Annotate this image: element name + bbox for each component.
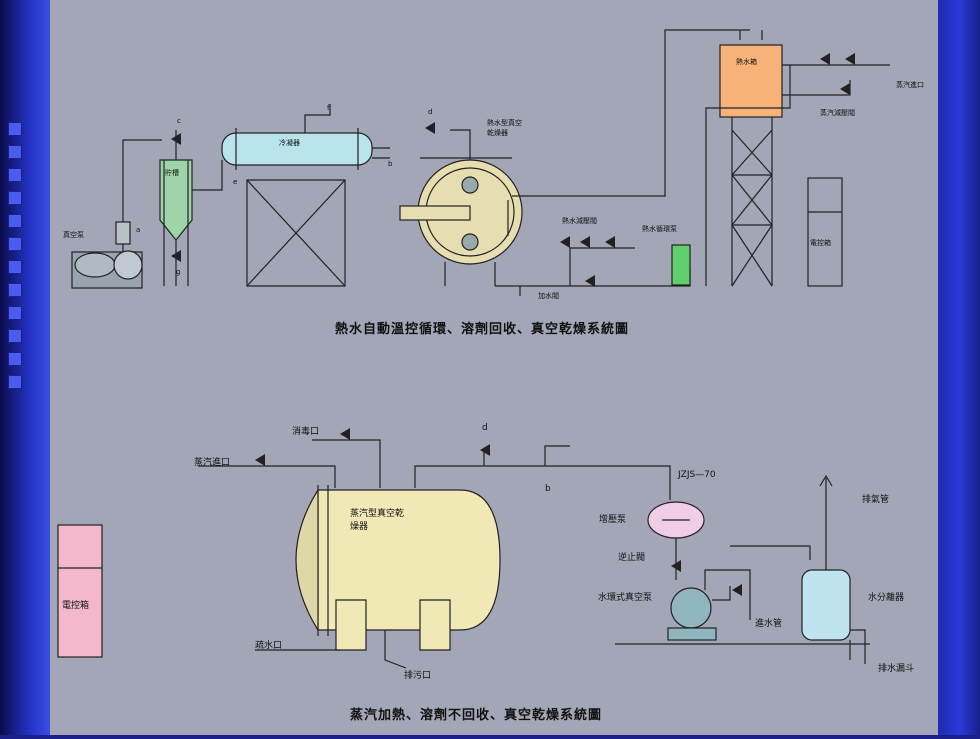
decor-square	[8, 237, 22, 251]
label-check-valve: 逆止閥	[618, 553, 646, 563]
decor-square	[8, 145, 22, 159]
label-drain-funnel: 排水漏斗	[878, 664, 915, 674]
label-disinfect-port: 消毒口	[292, 427, 320, 437]
label-control-box-1: 電控箱	[810, 239, 831, 247]
label-steam-inlet-2: 蒸汽進口	[194, 458, 231, 468]
label-water-inlet-valve: 加水閥	[538, 292, 559, 300]
label-hot-water-reducing-valve: 熱水減壓閥	[562, 217, 597, 225]
right-decor-strip	[938, 0, 980, 735]
label-b-2: b	[545, 484, 551, 494]
decor-square	[8, 283, 22, 297]
decor-square	[8, 122, 22, 136]
label-water-ring-pump: 水環式真空泵	[598, 593, 653, 603]
diagram2-title: 蒸汽加熱、溶劑不回收、真空乾燥系統圖	[350, 708, 603, 723]
label-e: e	[233, 178, 238, 186]
decor-square	[8, 214, 22, 228]
diagram-panel: 熱水箱 蒸汽進口 蒸汽減壓閥 冷凝器 貯槽 真空泵 熱水型真空乾燥器 熱水減壓閥…	[50, 0, 938, 735]
label-model: JZJS—70	[678, 470, 716, 480]
decor-square	[8, 329, 22, 343]
diagram1-title: 熱水自動溫控循環、溶劑回收、真空乾燥系統圖	[335, 322, 630, 337]
label-exhaust-pipe: 排氣管	[862, 495, 890, 505]
decor-square	[8, 168, 22, 182]
label-vacuum-pump-1: 真空泵	[63, 231, 84, 239]
decor-square	[8, 191, 22, 205]
label-water-separator: 水分離器	[868, 593, 905, 603]
label-d-1: d	[428, 108, 433, 116]
label-c: c	[177, 117, 181, 125]
label-receiver: 貯槽	[165, 169, 179, 177]
label-hot-water-dryer: 熱水型真空乾燥器	[487, 119, 522, 137]
decor-square	[8, 375, 22, 389]
label-d-2: d	[482, 423, 488, 433]
label-hot-water-pump: 熱水循環泵	[642, 225, 677, 233]
label-a: a	[136, 226, 141, 234]
label-hot-water-tank: 熱水箱	[736, 58, 757, 66]
decor-square	[8, 352, 22, 366]
label-steam-reducing-valve: 蒸汽減壓閥	[820, 109, 855, 117]
label-f: f	[327, 104, 330, 112]
label-sewage-port: 排污口	[404, 671, 432, 681]
label-steam-inlet-1: 蒸汽進口	[896, 81, 924, 89]
left-decor-strip	[0, 0, 50, 735]
label-control-box-2: 電控箱	[62, 601, 90, 611]
decor-square	[8, 260, 22, 274]
label-drain-port: 疏水口	[255, 641, 283, 651]
label-b-1: b	[388, 160, 393, 168]
label-g: g	[176, 268, 181, 276]
label-steam-dryer: 蒸汽型真空乾燥器	[350, 509, 405, 532]
decor-square	[8, 306, 22, 320]
label-water-inlet-pipe: 進水管	[755, 619, 783, 629]
label-booster-pump: 增壓泵	[599, 515, 627, 525]
diagram-drawing	[57, 29, 890, 669]
label-condenser: 冷凝器	[279, 139, 300, 147]
